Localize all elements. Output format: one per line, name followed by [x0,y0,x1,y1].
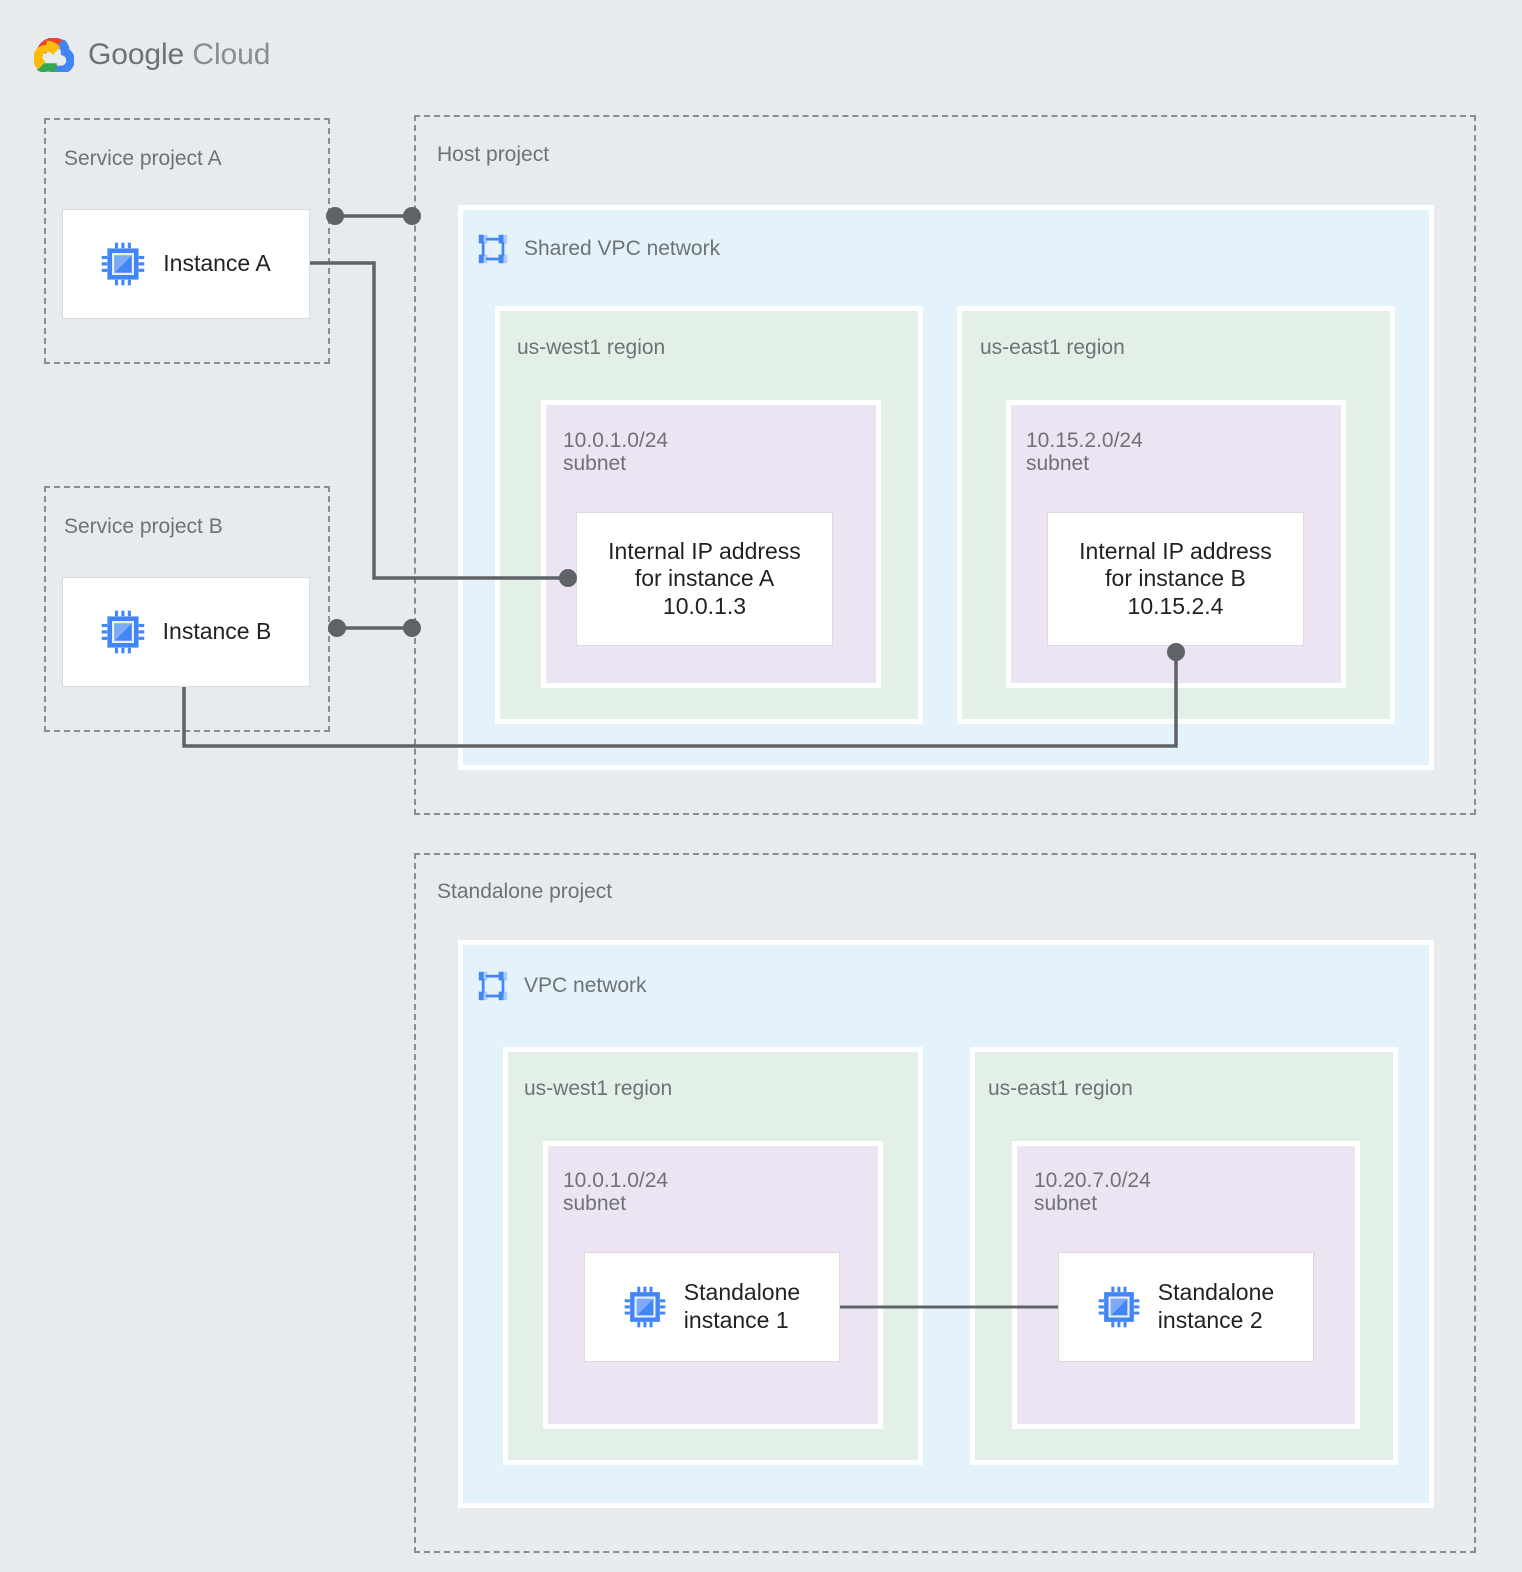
instance-b-label: Instance B [162,618,272,645]
standalone-region-us-west1-label: us-west1 region [524,1077,673,1100]
host-region-us-east1-label: us-east1 region [980,336,1125,359]
instance-a-card[interactable]: Instance A [62,209,310,319]
brand-name: Google Cloud [88,38,270,72]
host-subnet-10-15-2-0-24-label: 10.15.2.0/24 subnet [1026,429,1143,476]
standalone-region-us-east1-label: us-east1 region [988,1077,1133,1100]
standalone-project[interactable] [414,853,1476,1553]
standalone-subnet-10-20-7-0-24-label: 10.20.7.0/24 subnet [1034,1169,1151,1216]
brand-google: Google [88,38,185,71]
internal-ip-instance-a-card[interactable]: Internal IP address for instance A 10.0.… [576,512,833,646]
host-region-us-west1-label: us-west1 region [517,336,666,359]
standalone-instance-2-label: Standalone instance 2 [1157,1279,1275,1333]
vpc-network-header: VPC network [476,969,647,1003]
brand-cloud: Cloud [192,38,271,71]
vpc-network-icon [478,234,508,264]
google-cloud-logo: Google Cloud [34,38,270,72]
instance-b-card[interactable]: Instance B [62,577,310,687]
connector-instance-a-to-host-project [326,207,421,225]
cpu-chip-icon [624,1286,666,1328]
instance-a-label: Instance A [163,250,271,277]
vpc-network-icon [478,971,508,1001]
internal-ip-instance-b-text: Internal IP address for instance B 10.15… [1079,537,1272,619]
google-cloud-logo-icon [34,38,74,72]
vpc-network-title: VPC network [524,974,647,997]
shared-vpc-network-title: Shared VPC network [524,237,721,260]
host-subnet-10-0-1-0-24-label: 10.0.1.0/24 subnet [563,429,669,476]
cpu-chip-icon [1098,1286,1140,1328]
internal-ip-instance-b-card[interactable]: Internal IP address for instance B 10.15… [1047,512,1304,646]
standalone-subnet-10-0-1-0-24-label: 10.0.1.0/24 subnet [563,1169,669,1216]
connector-instance-b-to-host-project [328,619,421,637]
cpu-chip-icon [101,610,144,654]
service-project-a-label: Service project A [64,147,222,170]
standalone-instance-2-card[interactable]: Standalone instance 2 [1058,1252,1314,1362]
standalone-instance-1-label: Standalone instance 1 [683,1279,801,1333]
standalone-project-label: Standalone project [437,880,613,903]
service-project-b-label: Service project B [64,515,223,538]
internal-ip-instance-a-text: Internal IP address for instance A 10.0.… [608,537,801,619]
cpu-chip-icon [102,242,145,286]
host-project-label: Host project [437,143,550,166]
standalone-instance-1-card[interactable]: Standalone instance 1 [584,1252,840,1362]
service-project-a[interactable] [44,118,330,364]
shared-vpc-network-header: Shared VPC network [476,232,720,266]
